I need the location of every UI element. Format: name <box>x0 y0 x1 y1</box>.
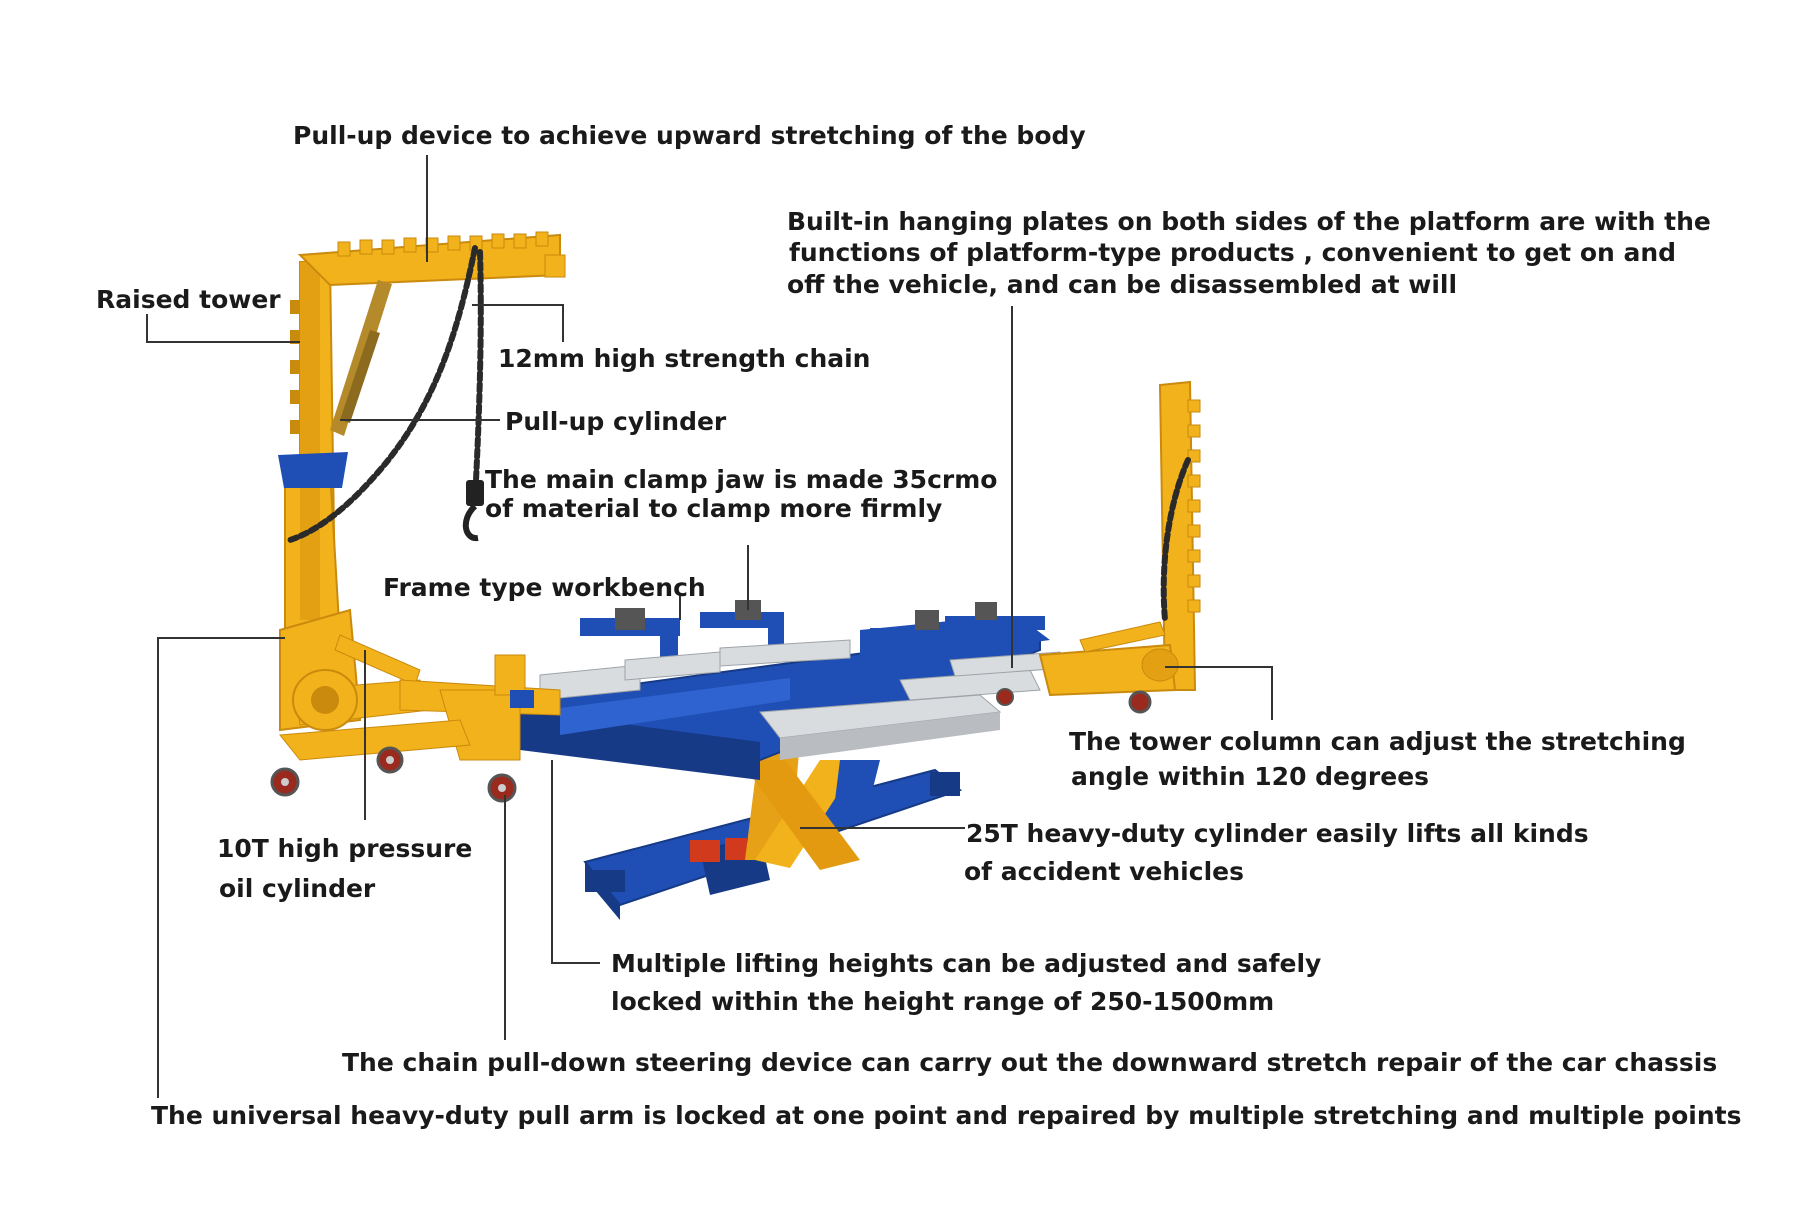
pull-up-cylinder <box>330 280 392 436</box>
label-tower-column-line1: The tower column can adjust the stretchi… <box>1069 727 1686 756</box>
label-chain-pull-down: The chain pull-down steering device can … <box>342 1048 1718 1077</box>
caster-wheels <box>270 688 1152 803</box>
label-pull-arm: The universal heavy-duty pull arm is loc… <box>151 1101 1742 1130</box>
label-clamp-jaw-line1: The main clamp jaw is made 35crmo <box>485 465 998 494</box>
right-chain <box>1160 457 1191 623</box>
label-pull-up-device: Pull-up device to achieve upward stretch… <box>293 121 1086 150</box>
label-pull-up-cylinder: Pull-up cylinder <box>505 407 727 436</box>
label-hanging-plates-line3: off the vehicle, and can be disassembled… <box>787 270 1458 299</box>
label-clamp-jaw-line2: of material to clamp more firmly <box>485 494 943 523</box>
label-lifting-heights-line2: locked within the height range of 250-15… <box>611 987 1275 1016</box>
raised-tower <box>278 231 566 761</box>
label-raised-tower: Raised tower <box>96 285 281 314</box>
label-oil-cylinder-line1: 10T high pressure <box>217 834 473 863</box>
label-hanging-plates-line1: Built-in hanging plates on both sides of… <box>787 207 1711 236</box>
label-hanging-plates-line2: functions of platform-type products , co… <box>789 238 1677 267</box>
scissor-lift-base <box>583 740 963 920</box>
label-tower-column-line2: angle within 120 degrees <box>1071 762 1430 791</box>
right-tower-column <box>1038 380 1201 697</box>
label-chain: 12mm high strength chain <box>498 344 871 373</box>
label-heavy-cylinder-line2: of accident vehicles <box>964 857 1244 886</box>
red-lift-cylinders <box>690 838 747 862</box>
leader-lines <box>146 155 1273 1098</box>
label-frame-workbench: Frame type workbench <box>383 573 706 602</box>
label-oil-cylinder-line2: oil cylinder <box>219 874 376 903</box>
high-strength-chain <box>287 245 484 543</box>
label-heavy-cylinder-line1: 25T heavy-duty cylinder easily lifts all… <box>966 819 1589 848</box>
chain-hook <box>462 480 484 542</box>
label-lifting-heights-line1: Multiple lifting heights can be adjusted… <box>611 949 1322 978</box>
